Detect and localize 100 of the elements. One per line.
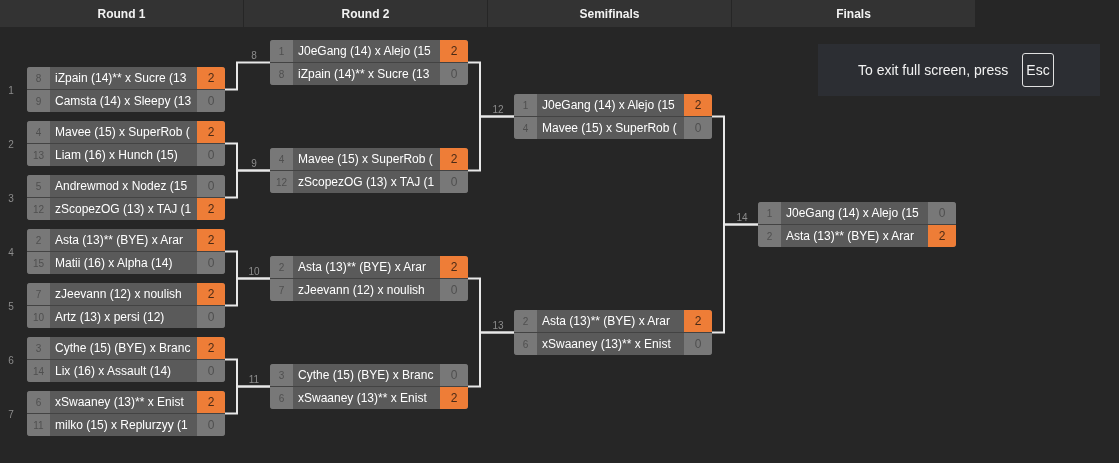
- player-names: J0eGang (14) x Alejo (15: [298, 44, 431, 58]
- match-card: [27, 337, 225, 382]
- match-card: [270, 40, 468, 85]
- bracket-line: [711, 223, 759, 334]
- player-names: zScopezOG (13) x TAJ (1: [298, 175, 435, 189]
- player-row: [270, 256, 468, 278]
- notice-text: To exit full screen, press: [858, 62, 1009, 78]
- match-card: [270, 364, 468, 409]
- match-number: 2: [8, 138, 14, 149]
- match-number: 8: [251, 49, 257, 60]
- player-names: Asta (13)** (BYE) x Arar: [786, 229, 915, 243]
- player-row: [514, 333, 712, 355]
- player-row: [27, 360, 225, 382]
- player-row: [27, 252, 225, 274]
- match-number: 9: [251, 157, 257, 168]
- player-names: milko (15) x Replurzyy (1: [55, 418, 188, 432]
- player-row: [27, 283, 225, 305]
- bracket-line: [224, 385, 271, 415]
- player-names: Cythe (15) (BYE) x Branc: [298, 368, 434, 382]
- player-names: Asta (13)** (BYE) x Arar: [542, 314, 671, 328]
- score-cell: 2: [197, 67, 225, 89]
- match-card: [270, 256, 468, 301]
- bracket-line: [224, 61, 271, 91]
- round-header: Semifinals: [488, 0, 731, 27]
- score-cell: 2: [197, 198, 225, 220]
- score-cell: 2: [440, 148, 468, 170]
- player-names: Cythe (15) (BYE) x Branc: [55, 341, 191, 355]
- bracket-line: [467, 331, 515, 388]
- match-number: 13: [492, 319, 504, 330]
- player-names: iZpain (14)** x Sucre (13: [55, 71, 187, 85]
- player-row: [514, 94, 712, 116]
- player-names: Matii (16) x Alpha (14): [55, 256, 173, 270]
- player-row: [27, 175, 225, 197]
- player-names: Liam (16) x Hunch (15): [55, 148, 178, 162]
- bracket-line: [467, 115, 515, 172]
- player-row: [514, 310, 712, 332]
- player-row: [27, 229, 225, 251]
- player-names: xSwaaney (13)** x Enist: [542, 337, 671, 351]
- player-names: Mavee (15) x SuperRob (: [542, 121, 677, 135]
- player-row: [270, 40, 468, 62]
- player-names: xSwaaney (13)** x Enist: [298, 391, 427, 405]
- match-number: 11: [248, 373, 260, 384]
- esc-key: Esc: [1022, 53, 1054, 87]
- match-number: 10: [248, 265, 260, 276]
- score-cell: 2: [197, 283, 225, 305]
- score-cell: 2: [197, 337, 225, 359]
- score-cell: 2: [440, 387, 468, 409]
- match-number: 5: [8, 300, 14, 311]
- player-row: [27, 337, 225, 359]
- player-row: [270, 171, 468, 193]
- score-cell: 2: [197, 229, 225, 251]
- player-row: [27, 144, 225, 166]
- player-names: J0eGang (14) x Alejo (15: [786, 206, 919, 220]
- player-names: Camsta (14) x Sleepy (13: [55, 94, 192, 108]
- match-card: [270, 148, 468, 193]
- match-card: [514, 310, 712, 355]
- match-number: 1: [8, 84, 14, 95]
- player-row: [270, 148, 468, 170]
- match-card: [27, 283, 225, 328]
- player-row: [27, 121, 225, 143]
- player-names: zJeevann (12) x noulish: [298, 283, 425, 297]
- bracket-line: [224, 169, 271, 199]
- match-card: [27, 67, 225, 112]
- player-row: [27, 414, 225, 436]
- score-cell: 2: [197, 391, 225, 413]
- player-names: Lix (16) x Assault (14): [55, 364, 172, 378]
- match-card: [27, 229, 225, 274]
- score-cell: 2: [684, 94, 712, 116]
- match-number: 3: [8, 192, 14, 203]
- match-number: 4: [8, 246, 14, 257]
- player-names: Artz (13) x persi (12): [55, 310, 165, 324]
- match-card: [27, 175, 225, 220]
- score-cell: 2: [440, 40, 468, 62]
- player-row: [27, 90, 225, 112]
- player-names: zScopezOG (13) x TAJ (1: [55, 202, 192, 216]
- match-card: [27, 121, 225, 166]
- match-number: 6: [8, 354, 14, 365]
- match-card: [27, 391, 225, 436]
- player-names: Andrewmod x Nodez (15: [55, 179, 188, 193]
- player-row: [27, 306, 225, 328]
- player-row: [758, 225, 956, 247]
- player-row: [27, 67, 225, 89]
- player-names: Mavee (15) x SuperRob (: [298, 152, 433, 166]
- match-number: 12: [492, 103, 504, 114]
- player-row: [270, 63, 468, 85]
- player-names: Mavee (15) x SuperRob (: [55, 125, 190, 139]
- player-names: zJeevann (12) x noulish: [55, 287, 182, 301]
- player-row: [270, 279, 468, 301]
- round-header: Round 1: [0, 0, 243, 27]
- round-header: Round 2: [244, 0, 487, 27]
- match-card: [514, 94, 712, 139]
- round-header: Finals: [732, 0, 975, 27]
- score-cell: 2: [440, 256, 468, 278]
- player-names: Asta (13)** (BYE) x Arar: [298, 260, 427, 274]
- score-cell: 2: [928, 225, 956, 247]
- player-row: [270, 387, 468, 409]
- score-cell: 2: [684, 310, 712, 332]
- bracket-line: [224, 277, 271, 307]
- player-row: [514, 117, 712, 139]
- player-row: [758, 202, 956, 224]
